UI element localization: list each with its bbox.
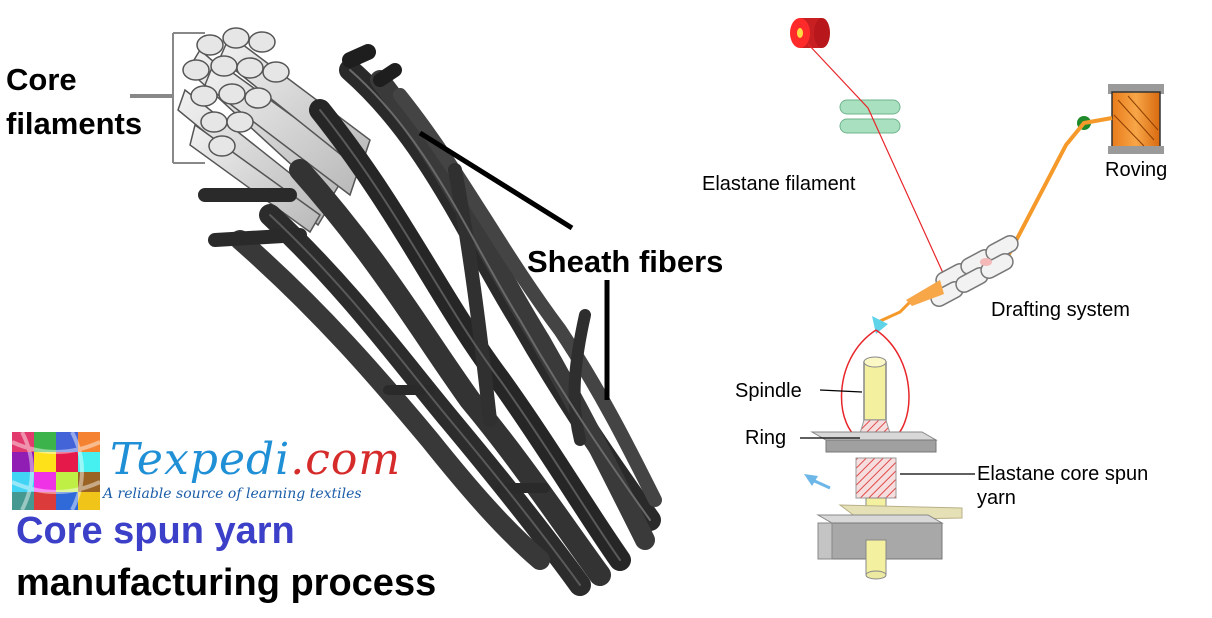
spindle-top <box>863 356 887 368</box>
yarn-illustration <box>130 27 662 596</box>
spindle-pointer <box>819 389 863 393</box>
sheath-fibers-label: Sheath fibers <box>527 244 724 279</box>
title-line-2: manufacturing process <box>16 562 437 604</box>
ring-rail <box>810 431 938 453</box>
elastane-filament-label: Elastane filament <box>702 173 856 195</box>
elastane-filament-path <box>807 43 949 285</box>
yarn-package <box>855 457 897 499</box>
roving-spool <box>1108 84 1164 154</box>
core-bracket <box>130 32 205 164</box>
core-spun-yarn-label: Elastane core spun yarn <box>977 463 1149 509</box>
spindle-foot <box>865 570 887 580</box>
elastane-guide-rollers <box>839 99 901 134</box>
bottom-rail <box>816 514 944 560</box>
spindle-base <box>865 539 887 576</box>
drafting-rollers <box>930 235 1019 307</box>
elastane-bobbin <box>790 18 830 48</box>
spindle-body <box>863 361 887 421</box>
texpedi-logo-mosaic <box>12 432 100 510</box>
spinning-diagram <box>790 18 1164 580</box>
roving-label: Roving <box>1105 159 1168 181</box>
drafted-ribbon <box>906 280 944 306</box>
spindle-label: Spindle <box>735 380 802 402</box>
texpedi-tagline: A reliable source of learning textiles <box>103 486 362 502</box>
sheath-pointer-upper <box>418 130 574 231</box>
drafting-system-label: Drafting system <box>991 299 1130 321</box>
title-line-1: Core spun yarn <box>16 510 295 552</box>
rotation-arrow-head <box>804 474 818 486</box>
sheath-fibers <box>198 44 662 596</box>
core-filaments-label: Core filaments <box>6 62 143 141</box>
roving-path <box>1006 116 1113 257</box>
thread-guide <box>872 316 888 334</box>
ring-label: Ring <box>745 427 787 449</box>
texpedi-logo-text: Texpedi.com <box>110 434 402 485</box>
